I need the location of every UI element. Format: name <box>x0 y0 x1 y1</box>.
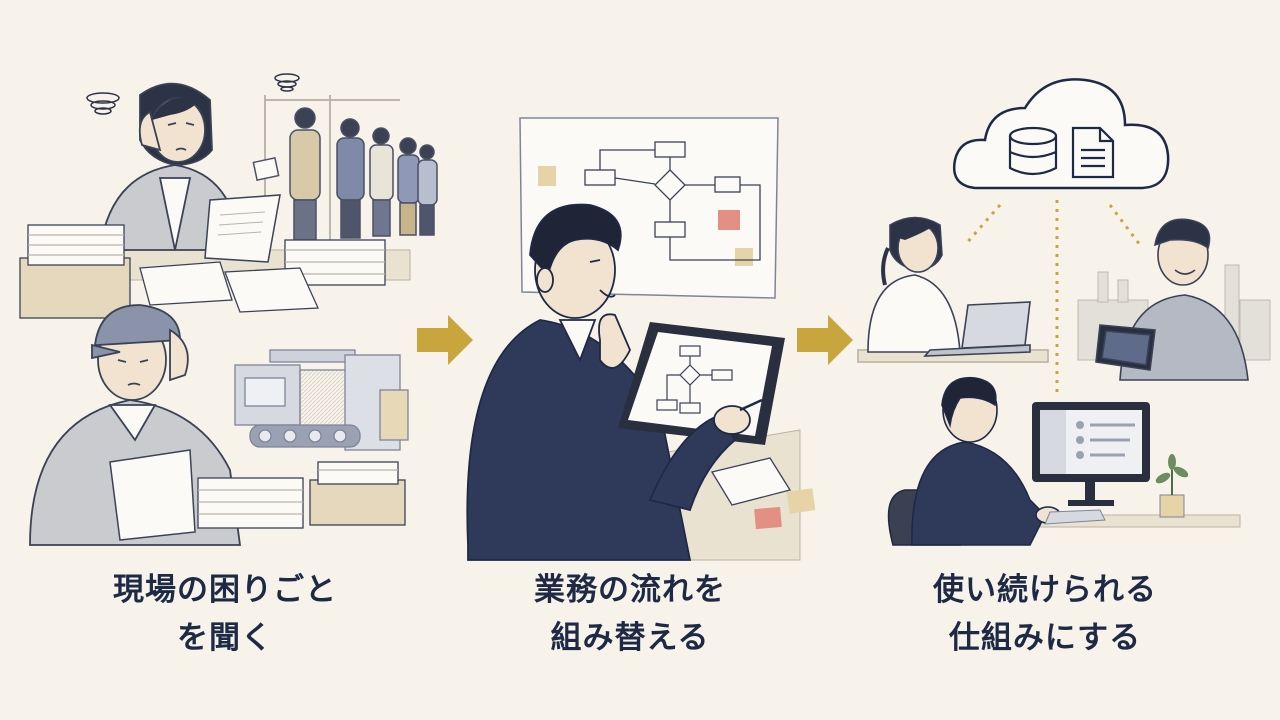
step-2-caption-line-1: 業務の流れを <box>534 572 726 608</box>
writing-hand <box>648 398 763 512</box>
cloud-icon <box>952 78 1170 190</box>
step-3-caption-line-2: 仕組みにする <box>948 620 1142 656</box>
paper-stacks <box>19 224 386 319</box>
woman-with-laptop <box>857 216 1049 363</box>
desktop-monitor <box>1032 402 1150 525</box>
arrow-right-icon <box>417 315 473 365</box>
step-1-caption-line-1: 現場の困りごと <box>113 572 337 608</box>
panel-2-scene <box>466 117 816 561</box>
panel-3-scene <box>857 78 1271 546</box>
step-1-caption-line-2: を聞く <box>177 620 273 656</box>
step-1-caption: 現場の困りごと を聞く <box>40 566 410 662</box>
stressed-woman <box>98 82 241 251</box>
document-icon <box>1071 126 1115 179</box>
factory-machinery <box>234 349 409 451</box>
step-3-caption: 使い続けられる 仕組みにする <box>850 566 1240 662</box>
plant-icon <box>1155 454 1189 518</box>
database-icon <box>1008 126 1058 176</box>
sticky-note <box>786 488 816 514</box>
notebook <box>710 457 792 506</box>
held-document <box>204 194 281 263</box>
stress-swirl-icon <box>274 73 300 92</box>
held-document <box>109 449 196 541</box>
step-2-caption: 業務の流れを 組み替える <box>450 566 810 662</box>
stress-swirl-icon <box>86 92 120 115</box>
step-3-caption-line-1: 使い続けられる <box>933 572 1157 608</box>
man-with-tablet <box>1095 218 1249 381</box>
sticky-note <box>754 506 782 530</box>
arrow-right-icon <box>797 315 853 365</box>
flowchart-icon <box>656 345 733 414</box>
queue-of-people <box>252 107 438 241</box>
man-at-computer <box>887 376 1061 546</box>
step-2-caption-line-2: 組み替える <box>550 620 710 656</box>
panel-1-scene <box>19 73 438 546</box>
paper-stacks <box>197 461 406 529</box>
